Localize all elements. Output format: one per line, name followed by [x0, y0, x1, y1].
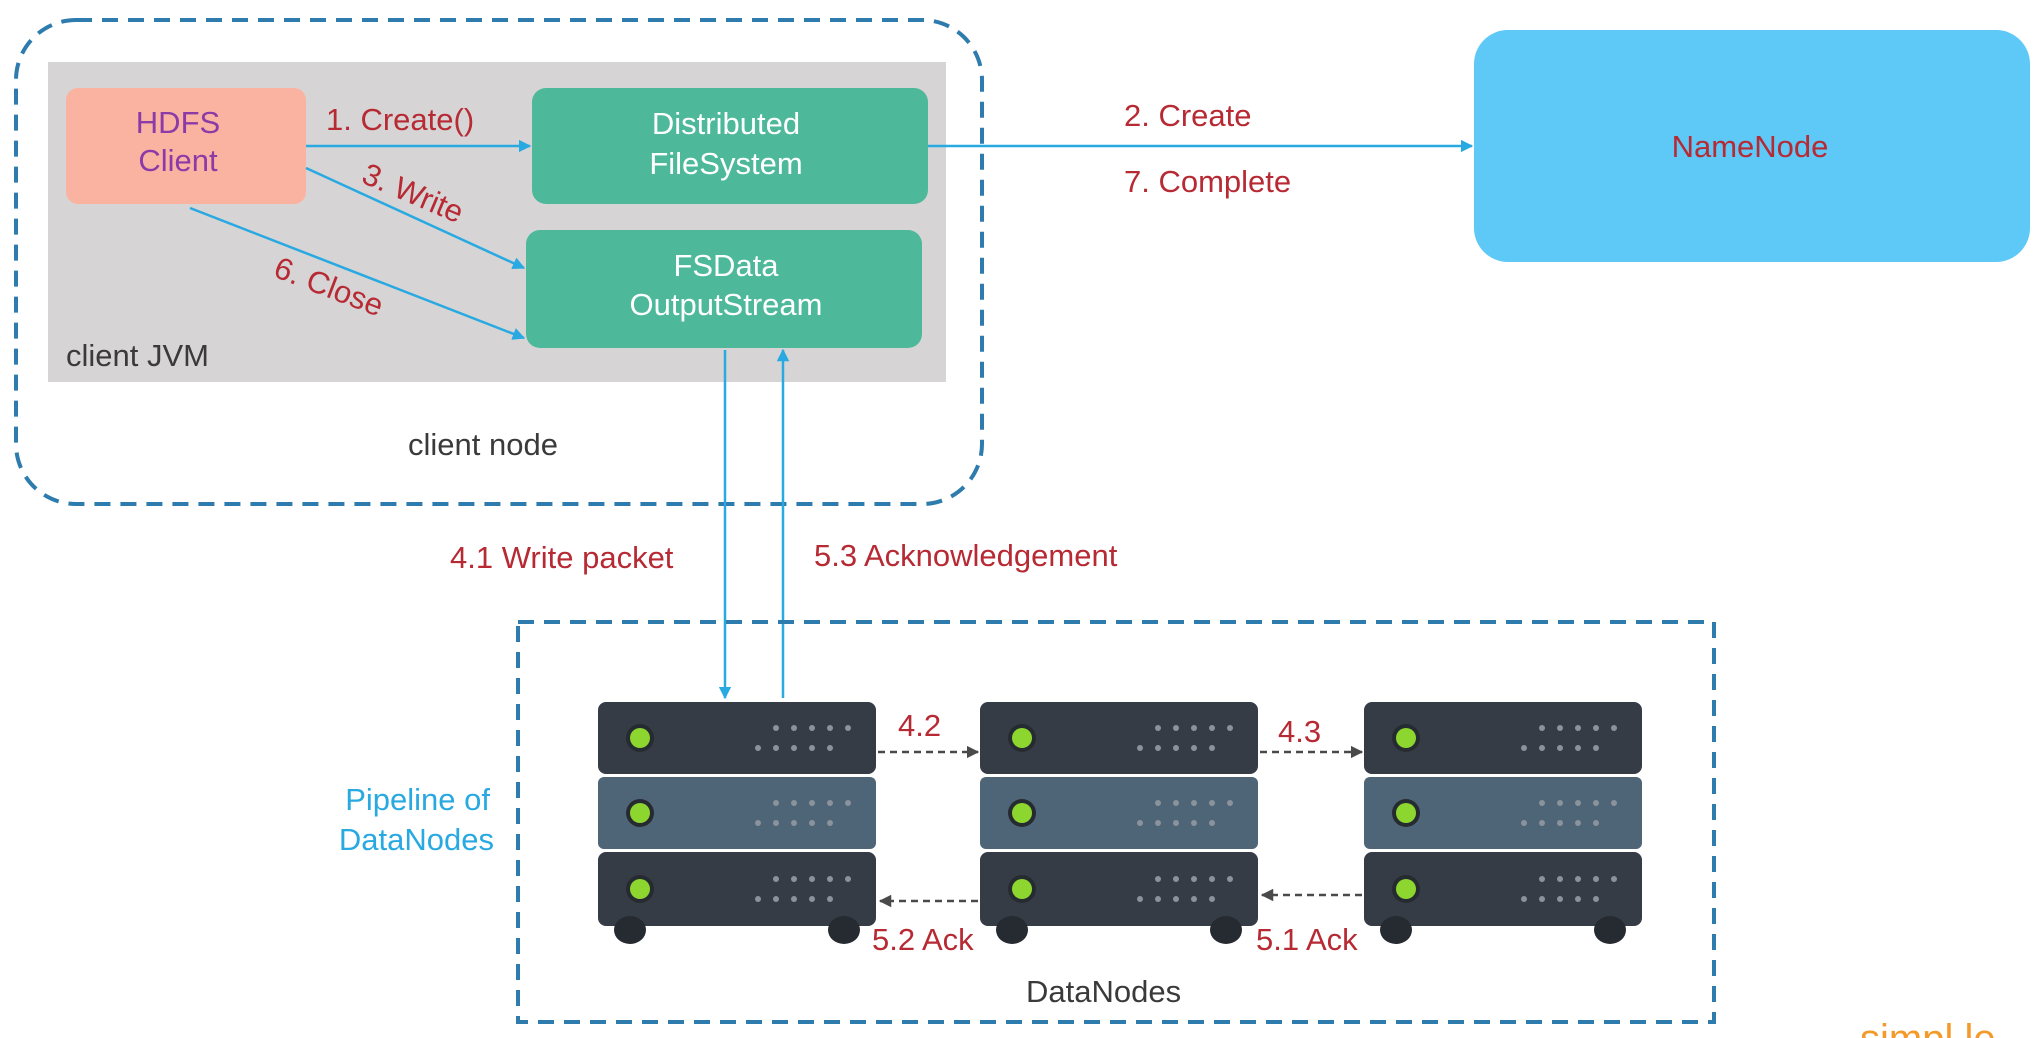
- label-write-packet: 4.1 Write packet: [450, 540, 674, 575]
- hdfs-client-box: HDFS Client: [66, 88, 306, 204]
- hdfs-client-line2: Client: [138, 143, 218, 178]
- label-4-2: 4.2: [898, 708, 941, 743]
- arrow-close: [189, 206, 526, 340]
- namenode-label: NameNode: [1672, 129, 1829, 164]
- label-5-1-ack: 5.1 Ack: [1256, 922, 1358, 957]
- label-4-3: 4.3: [1278, 714, 1321, 749]
- label-5-2-ack: 5.2 Ack: [872, 922, 974, 957]
- watermark-logo: simpl le: [1860, 1017, 1996, 1038]
- hdfs-client-line1: HDFS: [136, 105, 220, 140]
- label-complete: 7. Complete: [1124, 164, 1291, 199]
- datanode-server-1: [598, 702, 876, 944]
- client-node-label: client node: [408, 427, 558, 462]
- datanodes-border: [516, 620, 1716, 1024]
- datanode-server-2: [980, 702, 1258, 944]
- pipeline-label-line2: DataNodes: [339, 822, 494, 857]
- fsdata-line1: FSData: [673, 248, 779, 283]
- arrow-write: [305, 166, 526, 270]
- fsdata-line2: OutputStream: [630, 287, 823, 322]
- datanode-server-3: [1364, 702, 1642, 944]
- label-create: 2. Create: [1124, 98, 1252, 133]
- distributed-filesystem-line2: FileSystem: [649, 146, 802, 181]
- namenode-box: NameNode: [1474, 30, 2030, 262]
- label-acknowledgement: 5.3 Acknowledgement: [814, 538, 1118, 573]
- client-jvm-label: client JVM: [66, 338, 209, 373]
- distributed-filesystem-line1: Distributed: [652, 106, 800, 141]
- datanodes-label: DataNodes: [1026, 974, 1181, 1009]
- label-create-call: 1. Create(): [326, 102, 474, 137]
- distributed-filesystem-box: Distributed FileSystem: [532, 88, 928, 204]
- client-node-border: [14, 18, 984, 506]
- pipeline-label-line1: Pipeline of: [345, 782, 490, 817]
- client-node: client JVM client node HDFS Client Distr…: [14, 18, 984, 506]
- fsdata-outputstream-box: FSData OutputStream: [526, 230, 922, 348]
- datanodes-container: Pipeline of DataNodes DataNodes 4.2 4.3 …: [339, 620, 1716, 1024]
